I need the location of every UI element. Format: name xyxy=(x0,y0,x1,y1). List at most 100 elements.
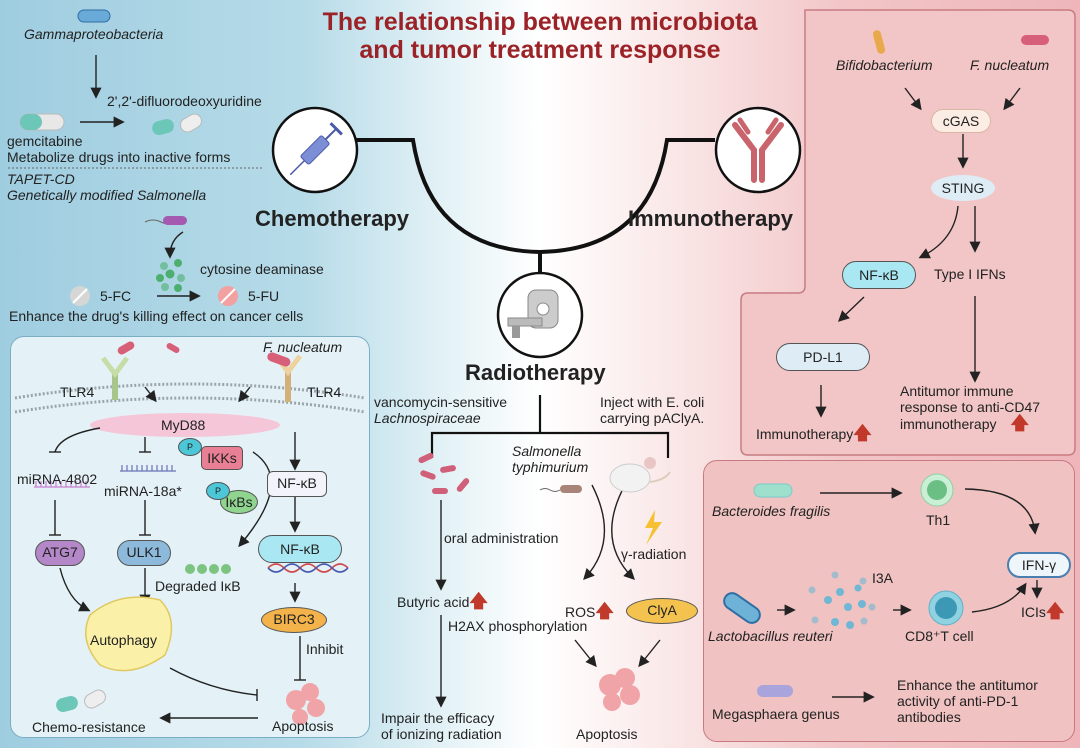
nfkb-box-cytoplasm: NF-κB xyxy=(267,471,327,497)
ulk1-box: ULK1 xyxy=(117,540,171,566)
fnuc-bacterium-free xyxy=(166,343,180,353)
5fu-pill-icon xyxy=(218,286,238,306)
dna-helix-icon xyxy=(267,563,349,573)
birc3-box: BIRC3 xyxy=(261,607,327,633)
immunotherapy-result-label: Immunotherapy🡅 xyxy=(756,424,872,442)
i3a-dots-icon xyxy=(808,571,876,629)
autophagy-blob xyxy=(85,596,173,672)
enzyme-dots-icon xyxy=(156,259,185,292)
chemo-resistance-label: Chemo-resistance xyxy=(32,719,146,735)
megasphaera-label: Megasphaera genus xyxy=(712,706,840,722)
nfkb-box-nucleus: NF-κB xyxy=(258,535,342,563)
up-arrow-icon: 🡅 xyxy=(1045,601,1065,621)
phospho-ikbs: P xyxy=(206,482,230,500)
enhance-antitumor-label-3: antibodies xyxy=(897,709,961,725)
syringe-icon xyxy=(289,122,343,176)
inject-label-2: carrying pAClyA. xyxy=(600,410,705,426)
chemotherapy-label: Chemotherapy xyxy=(255,206,410,231)
enhance-antitumor-label-1: Enhance the antitumor xyxy=(897,677,1038,693)
lachnospiraceae-bacteria-icon xyxy=(418,452,470,494)
mirna-18a-label: miRNA-18a* xyxy=(104,483,182,499)
metabolize-label: Metabolize drugs into inactive forms xyxy=(7,149,231,165)
lachnospiraceae-label: Lachnospiraceae xyxy=(374,410,481,426)
apoptosis-label-radio: Apoptosis xyxy=(576,726,638,742)
salmonella-label-2: typhimurium xyxy=(512,459,589,475)
impair-label-1: Impair the efficacy xyxy=(381,710,495,726)
antitumor-text-3: immunotherapy xyxy=(900,416,997,432)
nfkb-box-immuno: NF-κB xyxy=(842,261,916,289)
th1-label: Th1 xyxy=(926,512,951,528)
immunotherapy-text: Immunotherapy xyxy=(756,426,854,442)
antibody-icon xyxy=(732,117,784,183)
immunotherapy-label: Immunotherapy xyxy=(628,206,794,231)
salmonella-label-1: Salmonella xyxy=(512,443,582,459)
bifidobacterium-icon xyxy=(872,30,886,54)
butyric-acid-text: Butyric acid xyxy=(397,594,470,610)
h2ax-label: H2AX phosphorylation xyxy=(448,618,588,634)
apoptosis-cell-icon-left xyxy=(286,683,325,725)
inject-label-1: Inject with E. coli xyxy=(600,394,705,410)
fnuc-panel-title: F. nucleatum xyxy=(263,339,343,355)
difluoro-label: 2',2'-difluorodeoxyuridine xyxy=(107,93,262,109)
arrow-salmonella xyxy=(164,231,184,259)
ifn-gamma-box: IFN-γ xyxy=(1007,552,1071,578)
bacteroides-fragilis-icon xyxy=(753,483,793,498)
bacteroides-fragilis-label: Bacteroides fragilis xyxy=(712,503,831,519)
degraded-ikb-icon xyxy=(185,564,231,574)
chemo-resistance-capsule-icon xyxy=(56,689,106,713)
title-line-1: The relationship between microbiota xyxy=(322,8,758,36)
fnucleatum-label-top: F. nucleatum xyxy=(970,57,1050,73)
mirna-4802-icon xyxy=(34,481,90,488)
immunotherapy-icon-circle xyxy=(714,106,802,194)
sting-box: STING xyxy=(931,175,995,201)
broken-capsule-icon xyxy=(152,113,202,136)
megasphaera-icon xyxy=(757,685,793,697)
impair-label-2: of ionizing radiation xyxy=(381,726,502,742)
mouse-icon xyxy=(609,457,671,493)
lactobacillus-icon xyxy=(723,592,761,624)
cd8-t-cell-label: CD8⁺T cell xyxy=(905,628,974,644)
modified-salmonella-label: Genetically modified Salmonella xyxy=(7,187,207,203)
mirna-4802-label: miRNA-4802 xyxy=(17,471,98,487)
th1-cell-icon xyxy=(920,473,954,507)
myd88-ellipse xyxy=(90,413,280,437)
apoptosis-cell-icon-radio xyxy=(599,668,640,711)
cgas-box: cGAS xyxy=(931,109,991,133)
cell-membrane xyxy=(14,382,366,414)
hub-connector xyxy=(355,138,715,272)
5fc-label: 5-FC xyxy=(100,288,132,304)
salmonella-bacterium-icon xyxy=(144,216,187,225)
mirna-18a-icon xyxy=(120,465,176,472)
up-arrow-icon: 🡅 xyxy=(595,601,614,621)
tlr4-receptor-right xyxy=(267,352,302,402)
ct-scanner-icon xyxy=(507,289,559,338)
i3a-label: I3A xyxy=(872,570,894,586)
clya-box: ClyA xyxy=(626,598,698,624)
antitumor-label-2: response to anti-CD47 xyxy=(900,399,1041,415)
enhance-antitumor-label-2: activity of anti-PD-1 xyxy=(897,693,1019,709)
fnucleatum-icon-top xyxy=(1021,35,1049,45)
vancomycin-label: vancomycin-sensitive xyxy=(374,394,508,410)
apoptosis-label-left: Apoptosis xyxy=(272,718,334,734)
butyric-acid-label: Butyric acid🡅 xyxy=(397,591,488,611)
bifidobacterium-label: Bifidobacterium xyxy=(836,57,933,73)
atg7-box: ATG7 xyxy=(35,540,85,566)
gamma-radiation-label: γ-radiation xyxy=(621,546,687,562)
diagram-title: The relationship between microbiota and … xyxy=(250,8,830,64)
cd8-t-cell-icon xyxy=(928,590,964,626)
up-arrow-icon: 🡅 xyxy=(469,591,488,611)
gammaproteobacteria-label: Gammaproteobacteria xyxy=(24,26,164,42)
radiotherapy-label: Radiotherapy xyxy=(465,360,606,385)
gamma-bacterium-icon xyxy=(77,9,111,23)
oral-administration-label: oral administration xyxy=(444,530,559,546)
lightning-icon xyxy=(645,510,662,545)
ros-label: ROS🡅 xyxy=(565,601,614,621)
ros-text: ROS xyxy=(565,604,596,620)
tapet-cd-label: TAPET-CD xyxy=(7,171,75,187)
gemcitabine-label: gemcitabine xyxy=(7,133,83,149)
radiotherapy-icon-circle xyxy=(496,271,584,359)
phospho-ikks: P xyxy=(178,438,202,456)
lactobacillus-label: Lactobacillus reuteri xyxy=(708,628,833,644)
